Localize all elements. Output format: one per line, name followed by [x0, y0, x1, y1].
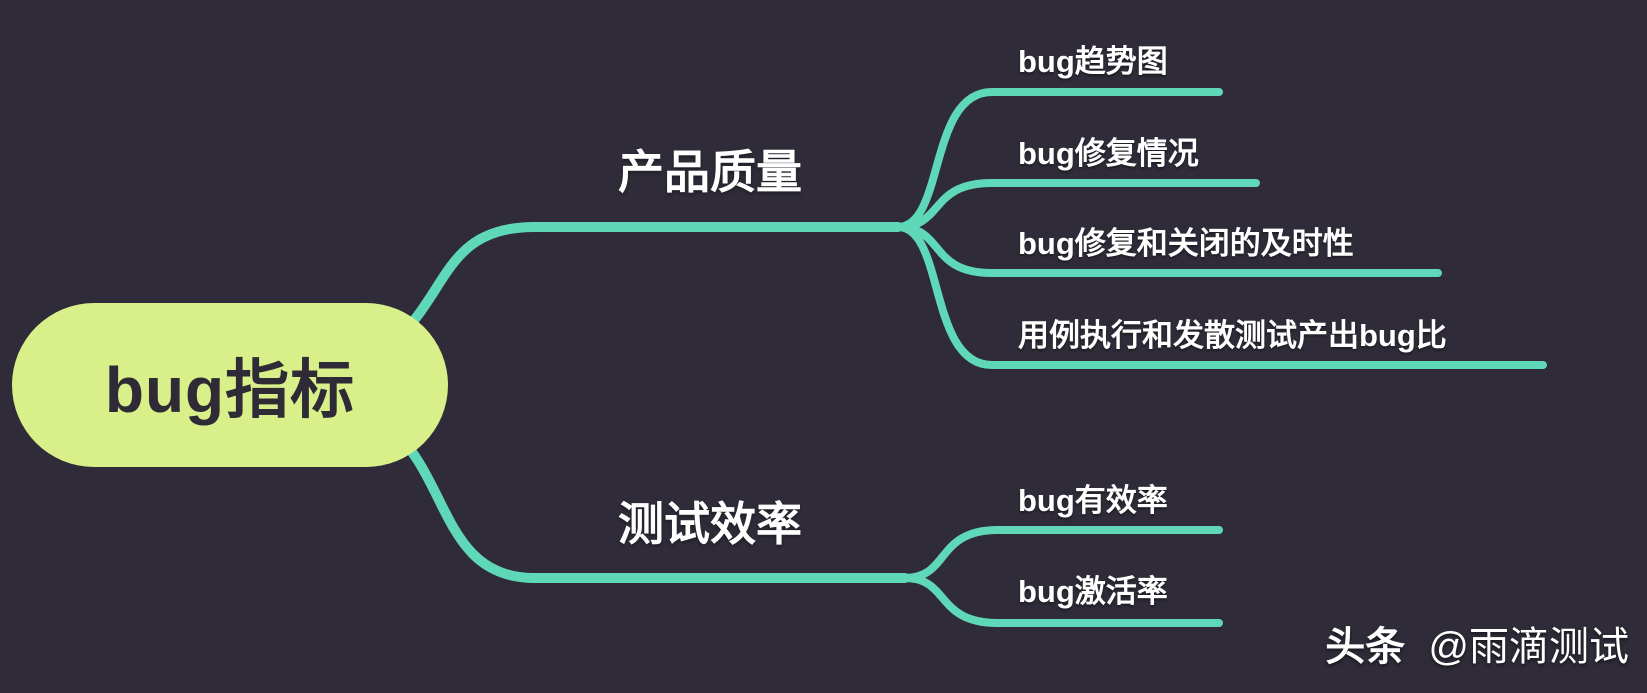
connector-efficiency-to-bug-valid-rate: [901, 526, 1223, 582]
watermark-brand: 头条: [1325, 625, 1406, 669]
branch-node-test-efficiency[interactable]: 测试效率: [618, 498, 802, 550]
leaf-node-case-exec-vs-exploratory-bug-ratio[interactable]: 用例执行和发散测试产出bug比: [1018, 318, 1447, 353]
connector-quality-to-bug-fix-status: [894, 179, 1260, 231]
leaf-node-bug-fix-status[interactable]: bug修复情况: [1018, 136, 1199, 171]
branch-node-product-quality[interactable]: 产品质量: [618, 146, 802, 198]
root-node-label: bug指标: [104, 354, 356, 426]
root-node-bug-metrics[interactable]: bug指标: [12, 303, 448, 467]
connector-quality-to-case-exec-ratio: [894, 223, 1547, 369]
connector-efficiency-to-bug-reactivate-rate: [901, 574, 1223, 627]
watermark: 头条 @雨滴测试: [1325, 614, 1629, 672]
watermark-handle: @雨滴测试: [1428, 625, 1629, 669]
leaf-node-bug-reactivate-rate[interactable]: bug激活率: [1018, 574, 1168, 609]
connector-quality-to-bug-trend: [894, 88, 1223, 231]
leaf-node-bug-fix-close-timeliness[interactable]: bug修复和关闭的及时性: [1018, 226, 1354, 261]
connector-root-to-product-quality: [385, 222, 903, 350]
leaf-node-bug-trend-chart[interactable]: bug趋势图: [1018, 44, 1168, 79]
leaf-node-bug-valid-rate[interactable]: bug有效率: [1018, 483, 1168, 518]
